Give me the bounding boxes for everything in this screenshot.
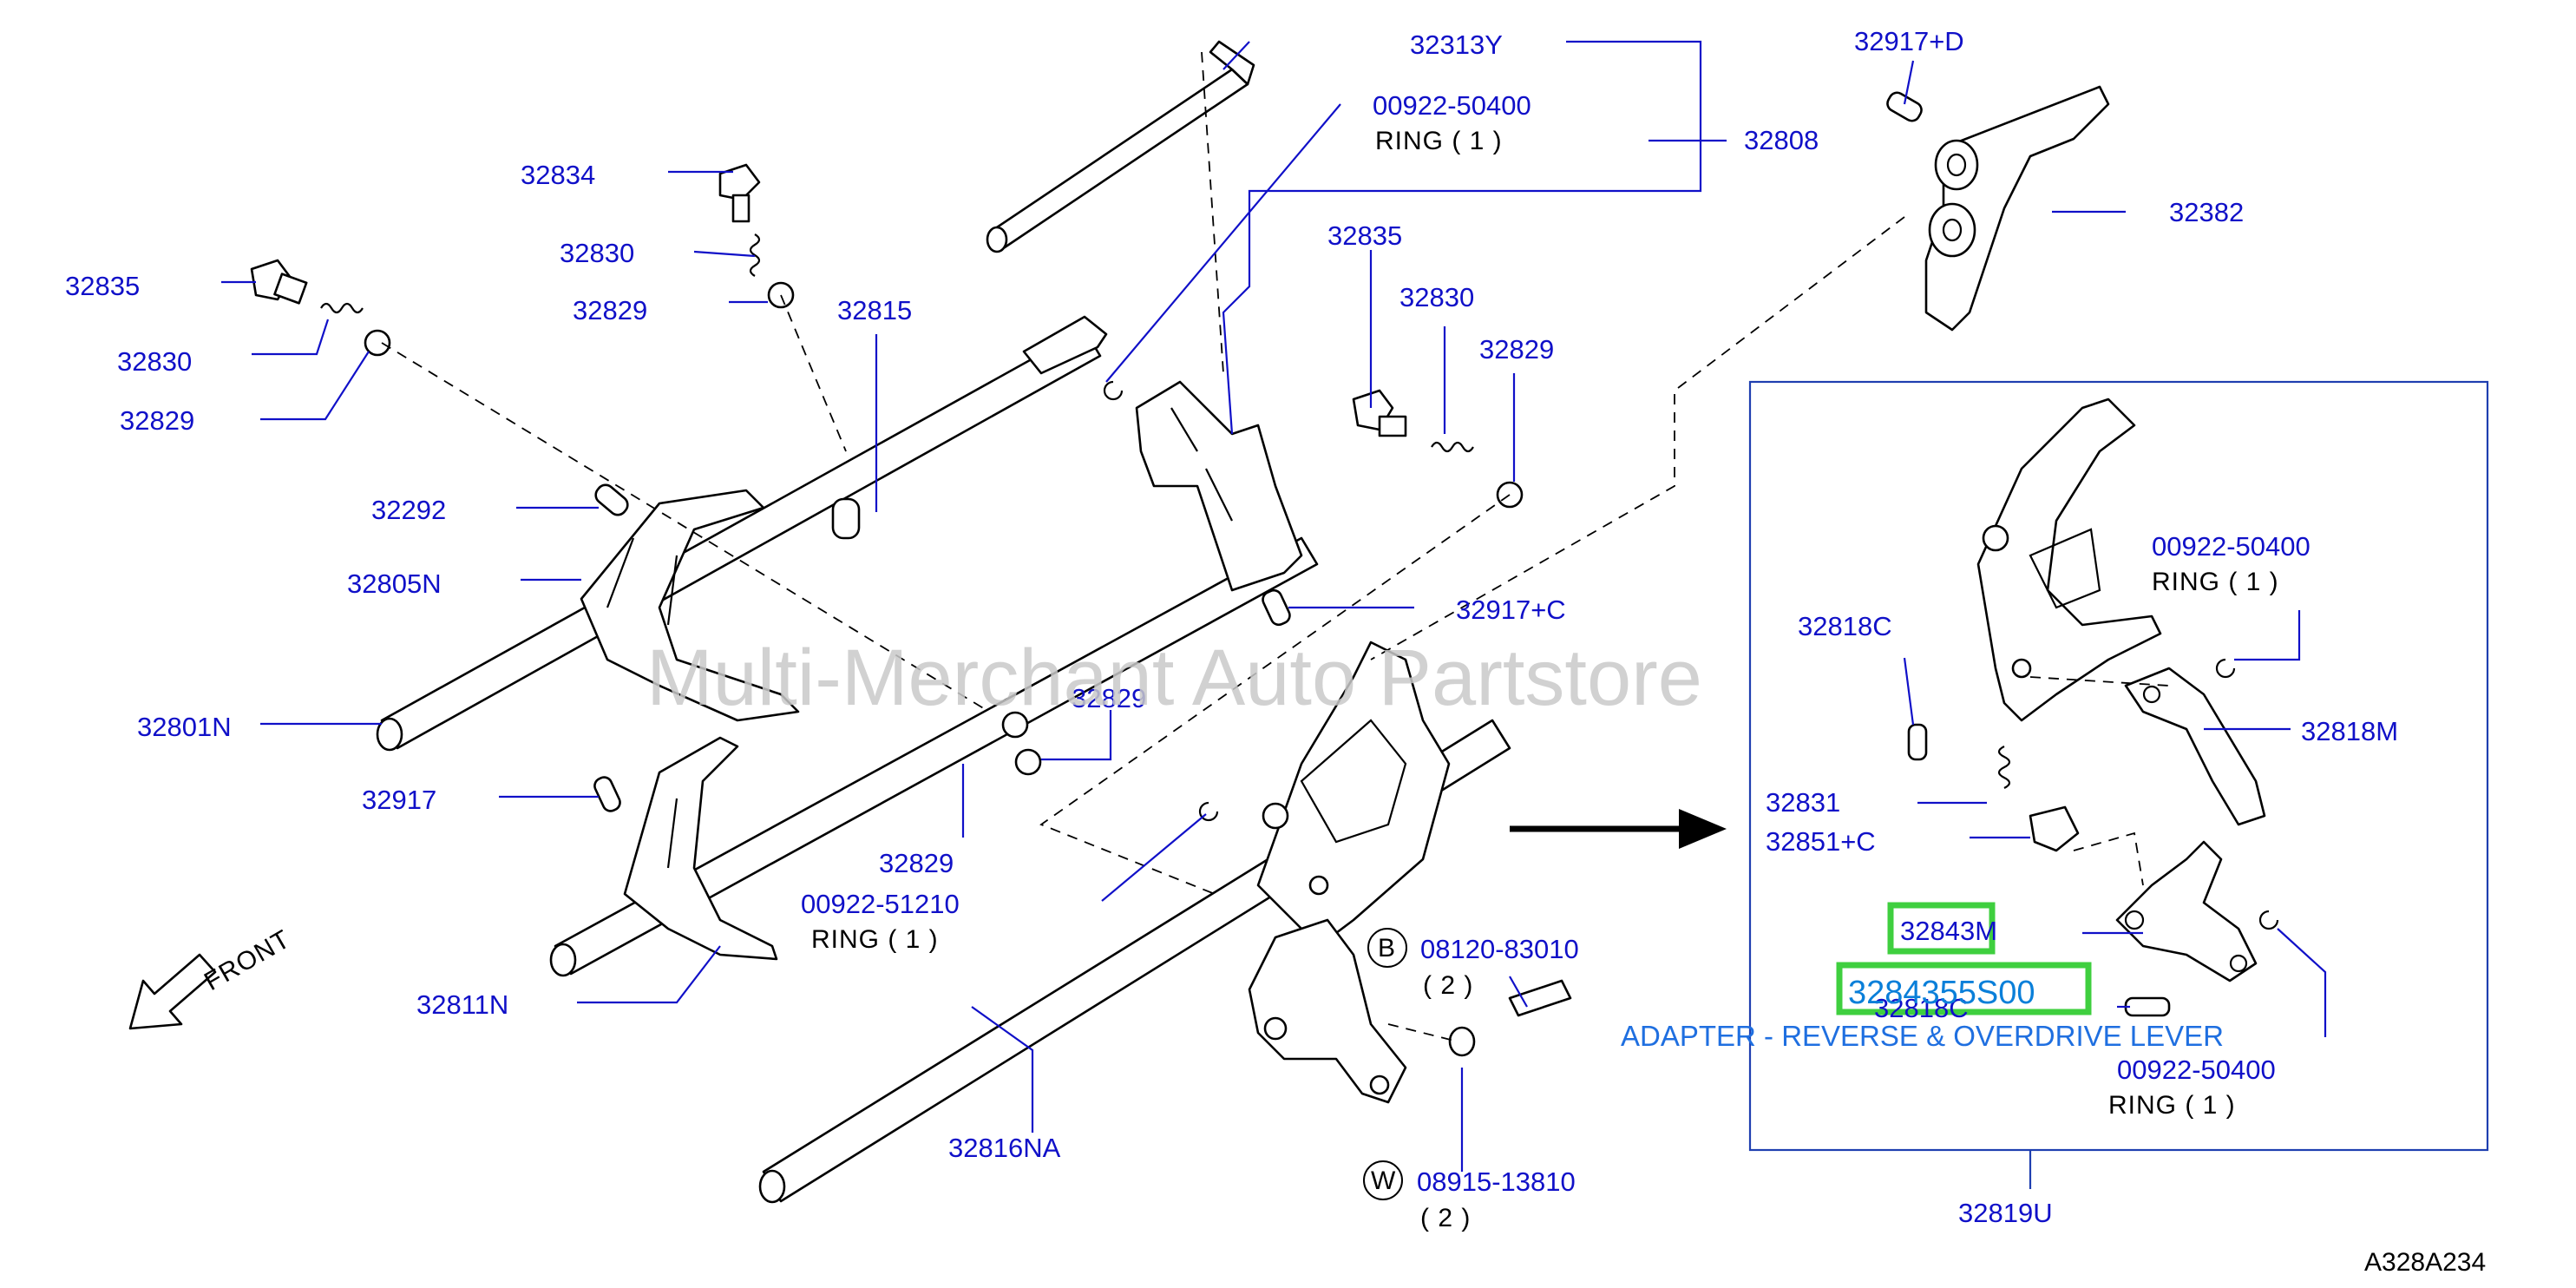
label-32818C-a[interactable]: 32818C [1798, 611, 1892, 641]
highlight-box-3284355S00 [1836, 962, 2092, 1015]
label-32818M[interactable]: 32818M [2301, 716, 2398, 746]
label-32851C[interactable]: 32851+C [1766, 826, 1876, 857]
b-code-icon [1367, 928, 1407, 968]
label-32843M[interactable]: 32843M [1900, 916, 1997, 946]
label-w-code: W [1371, 1166, 1396, 1195]
detail-arrow [1510, 809, 1727, 849]
label-ring-a-number[interactable]: 00922-50400 [1373, 90, 1531, 121]
label-32831[interactable]: 32831 [1766, 787, 1840, 818]
label-32382[interactable]: 32382 [2169, 197, 2244, 227]
part-32811N-fork [623, 736, 778, 961]
label-32829-a[interactable]: 32829 [573, 295, 647, 325]
part-small-hardware [250, 91, 2279, 1057]
label-ring-d-text: RING ( 1 ) [2108, 1091, 2236, 1120]
label-32917C[interactable]: 32917+C [1456, 595, 1566, 625]
label-ring-b-number[interactable]: 00922-51210 [801, 889, 960, 919]
label-32835-a[interactable]: 32835 [65, 271, 140, 301]
label-32805N[interactable]: 32805N [347, 568, 442, 599]
label-diagram-code: A328A234 [2364, 1248, 2486, 1277]
label-ring-c-text: RING ( 1 ) [2152, 568, 2279, 596]
part-32382-bracket [1924, 85, 2110, 332]
watermark-text: Multi-Merchant Auto Partstore [646, 634, 1702, 722]
label-32829-e[interactable]: 32829 [879, 848, 954, 878]
detail-box-32819U [1748, 380, 2489, 1152]
part-drawings [128, 40, 2279, 1204]
label-32829-d[interactable]: 32829 [1072, 683, 1146, 713]
label-32830-b[interactable]: 32830 [117, 346, 192, 377]
part-labels: 32313Y 00922-50400 RING ( 1 ) 32808 3291… [65, 26, 2486, 1277]
label-32830-a[interactable]: 32830 [560, 238, 634, 268]
label-b-code: B [1378, 934, 1395, 963]
label-adapter-description: ADAPTER - REVERSE & OVERDRIVE LEVER [1621, 1020, 2224, 1052]
label-32819U[interactable]: 32819U [1958, 1198, 2053, 1228]
part-lower-bracket [1248, 918, 1407, 1104]
label-32808[interactable]: 32808 [1744, 125, 1819, 155]
part-32801N-shaft [376, 315, 1108, 752]
label-ring-c-number[interactable]: 00922-50400 [2152, 531, 2311, 562]
label-32917[interactable]: 32917 [362, 785, 436, 815]
label-ring-d-number[interactable]: 00922-50400 [2117, 1055, 2276, 1085]
part-32843M-adapter [2115, 840, 2258, 982]
highlight-box-32843M [1887, 902, 1996, 955]
label-32816NA[interactable]: 32816NA [948, 1133, 1061, 1163]
part-32818M-lever [2124, 667, 2266, 826]
label-32815[interactable]: 32815 [837, 295, 912, 325]
label-32818C-b[interactable]: 32818C [1874, 993, 1969, 1023]
label-32313Y[interactable]: 32313Y [1410, 30, 1503, 60]
label-ring-a-text: RING ( 1 ) [1375, 127, 1503, 155]
part-32313Y [986, 40, 1255, 253]
label-32830-c[interactable]: 32830 [1399, 282, 1474, 312]
leader-lines [221, 40, 2327, 1172]
label-32834[interactable]: 32834 [521, 160, 595, 190]
label-32829-c[interactable]: 32829 [1479, 334, 1554, 365]
part-box-fork [1976, 398, 2162, 722]
label-32835-b[interactable]: 32835 [1327, 220, 1402, 251]
part-big-fork [1256, 641, 1451, 948]
front-arrow-icon [128, 953, 217, 1030]
label-08120-qty: ( 2 ) [1423, 971, 1473, 1000]
part-32808-lever [1135, 380, 1303, 592]
label-08915-13810[interactable]: 08915-13810 [1417, 1166, 1576, 1197]
part-32805N-fork [580, 489, 800, 722]
label-3284355S00[interactable]: 3284355S00 [1848, 975, 2035, 1011]
label-32829-b[interactable]: 32829 [120, 405, 194, 436]
label-08120-83010[interactable]: 08120-83010 [1420, 934, 1579, 964]
label-32917D[interactable]: 32917+D [1854, 26, 1964, 56]
w-code-icon [1363, 1160, 1403, 1200]
label-front: FRONT [200, 924, 295, 996]
label-ring-b-text: RING ( 1 ) [811, 925, 939, 954]
part-32811N-shaft [549, 536, 1319, 977]
label-32811N[interactable]: 32811N [416, 989, 508, 1020]
label-32801N[interactable]: 32801N [137, 712, 232, 742]
label-32292[interactable]: 32292 [371, 495, 446, 525]
label-08915-qty: ( 2 ) [1420, 1204, 1471, 1232]
dashed-guides [381, 51, 2170, 1042]
